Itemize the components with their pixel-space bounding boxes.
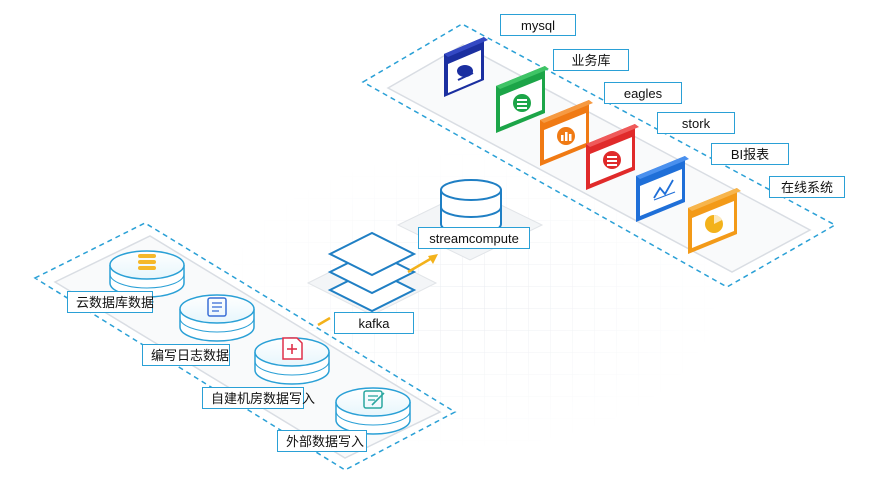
log-file-icon xyxy=(207,297,227,317)
label-biz-db: 业务库 xyxy=(553,49,629,71)
source-disk-log xyxy=(179,294,255,342)
label-cloud-db: 云数据库数据 xyxy=(67,291,154,313)
source-disk-external xyxy=(335,387,411,435)
edit-form-icon xyxy=(363,390,385,409)
line-chart-icon xyxy=(653,179,676,201)
flow-arrow xyxy=(317,254,438,327)
label-mysql: mysql xyxy=(500,14,576,36)
target-window-mysql xyxy=(444,37,488,97)
source-disk-cloud-db xyxy=(109,250,185,298)
label-external: 外部数据写入 xyxy=(277,430,367,452)
mysql-icon xyxy=(457,65,474,81)
pie-chart-icon xyxy=(705,215,723,233)
label-log: 编写日志数据 xyxy=(142,344,230,366)
server-add-icon xyxy=(282,337,303,360)
bar-chart-icon xyxy=(557,127,575,145)
database-icon xyxy=(138,254,156,270)
label-online: 在线系统 xyxy=(769,176,845,198)
label-streamcompute: streamcompute xyxy=(418,227,530,249)
label-kafka: kafka xyxy=(334,312,414,334)
layers-icon xyxy=(327,231,417,313)
target-window-biz-db xyxy=(496,66,549,133)
label-idc: 自建机房数据写入 xyxy=(202,387,315,409)
database-icon xyxy=(513,94,531,112)
label-stork: stork xyxy=(657,112,735,134)
target-window-bi xyxy=(636,156,689,222)
label-bi: BI报表 xyxy=(711,143,789,165)
target-window-online xyxy=(688,188,741,254)
database-cylinder-icon xyxy=(440,179,502,235)
label-eagles: eagles xyxy=(604,82,682,104)
source-disk-idc xyxy=(254,337,330,385)
target-window-eagles xyxy=(540,100,593,166)
list-icon xyxy=(603,151,621,169)
target-window-stork xyxy=(586,124,639,190)
